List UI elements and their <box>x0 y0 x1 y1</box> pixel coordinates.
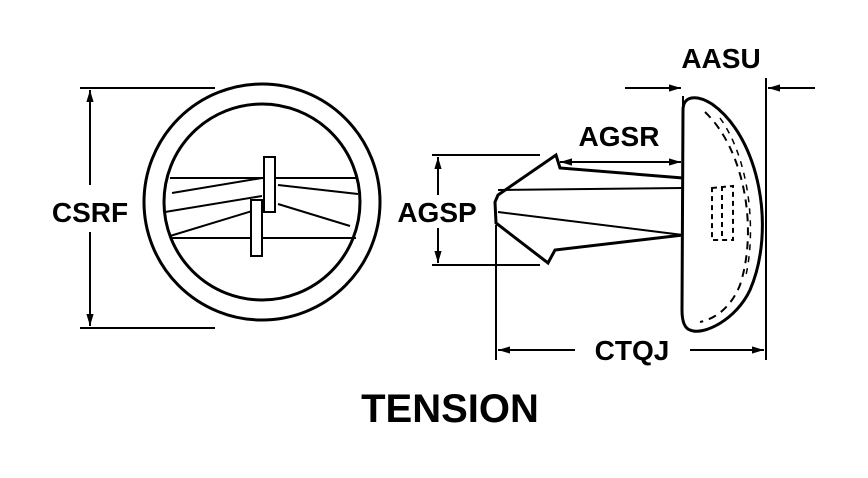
csrf-dimension: CSRF <box>52 87 215 329</box>
aasu-label: AASU <box>681 43 760 74</box>
spiral-line-4 <box>277 184 359 195</box>
agsp-dimension: AGSP <box>397 154 540 266</box>
agsp-label: AGSP <box>397 197 476 228</box>
dome-inner-dash <box>699 111 749 323</box>
spiral-line-5 <box>277 203 351 227</box>
outer-ring <box>142 82 382 322</box>
fastener-side-view <box>493 96 764 333</box>
spiral-line-3 <box>169 207 263 237</box>
dome-head <box>680 96 764 333</box>
agsr-label: AGSR <box>579 121 660 152</box>
ctqj-dimension: CTQJ <box>495 225 764 366</box>
head-detail <box>711 184 734 241</box>
tab-upper <box>263 156 276 213</box>
stem-outline <box>493 152 684 266</box>
csrf-label: CSRF <box>52 197 128 228</box>
ctqj-label: CTQJ <box>595 335 670 366</box>
dome-inner-dash-2 <box>719 117 752 276</box>
stem-center-line <box>497 211 684 236</box>
agsr-dimension: AGSR <box>560 96 684 178</box>
stem-upper-line <box>497 187 684 191</box>
inner-ring <box>162 102 362 302</box>
diagram-caption: TENSION <box>361 387 539 431</box>
spiral-line-2 <box>164 195 263 213</box>
head-top-view <box>142 82 382 322</box>
tab-lower <box>250 199 263 257</box>
aasu-dimension: AASU <box>625 43 815 360</box>
spiral-line-1 <box>171 177 263 194</box>
